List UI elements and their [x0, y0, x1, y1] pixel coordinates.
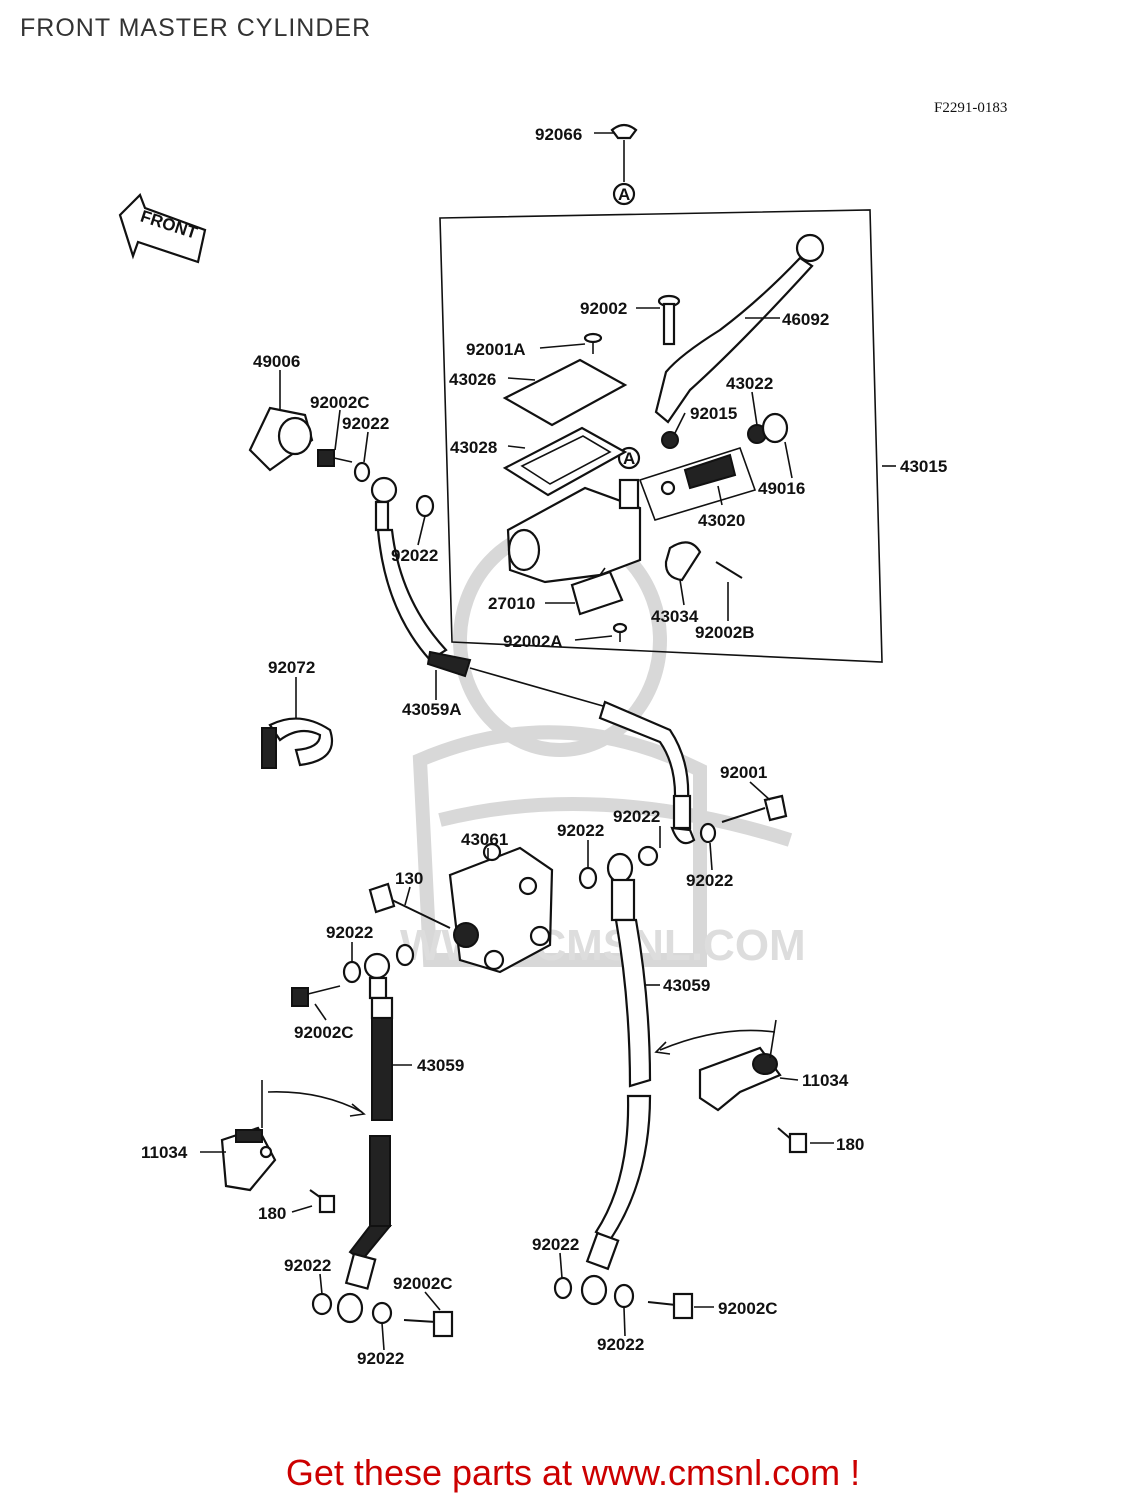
routing-arrow-left — [267, 1091, 363, 1113]
switch-screw-part — [612, 622, 628, 642]
label-92022-cyl: 92022 — [391, 546, 438, 565]
nut-part — [661, 431, 679, 449]
pivot-bolt-part — [657, 294, 681, 346]
label-11034-right: 11034 — [802, 1071, 849, 1090]
label-46092: 46092 — [782, 310, 829, 329]
washer-part-joint-2 — [637, 845, 659, 867]
piston-kit-part — [638, 447, 757, 521]
label-92002c-upper: 92002C — [310, 393, 370, 412]
hose-clamp-part-right — [698, 1046, 782, 1112]
label-92022-lower-right-b: 92022 — [597, 1335, 644, 1354]
label-49016: 49016 — [758, 479, 805, 498]
label-180-right: 180 — [836, 1135, 864, 1154]
washer-part-joint-3 — [578, 866, 598, 890]
banjo-bolt-part-lower-left-2 — [403, 1310, 454, 1338]
label-92066: 92066 — [535, 125, 582, 144]
banjo-cover-part — [248, 406, 314, 472]
label-92072: 92072 — [268, 658, 315, 677]
joint-bolt-part — [721, 794, 788, 823]
label-92001a: 92001A — [466, 340, 526, 359]
label-92002b: 92002B — [695, 623, 755, 642]
routing-arrow-left-head — [349, 1103, 366, 1117]
brake-hose-lower-left — [336, 952, 394, 1324]
joint-mounting-bolt-part — [368, 882, 451, 929]
washer-part-lower-left-1 — [342, 960, 362, 984]
reservoir-diaphragm-part — [502, 426, 628, 497]
washer-part-lower-left-4 — [371, 1301, 393, 1325]
label-43059-left: 43059 — [417, 1056, 464, 1075]
routing-tick-right — [769, 1019, 777, 1059]
label-92022-joint-c: 92022 — [686, 871, 733, 890]
label-180-left: 180 — [258, 1204, 286, 1223]
label-92022-upper: 92022 — [342, 414, 389, 433]
label-92022-joint-a: 92022 — [613, 807, 660, 826]
label-49006: 49006 — [253, 352, 300, 371]
label-92015: 92015 — [690, 404, 737, 423]
label-43026: 43026 — [449, 370, 496, 389]
label-92002c-lower-right: 92002C — [718, 1299, 778, 1318]
boot-part — [761, 412, 789, 444]
clamp-screw-part — [715, 561, 743, 579]
label-43061: 43061 — [461, 830, 508, 849]
reservoir-cover-part — [502, 358, 628, 427]
part-number-labels: 92066 92002 46092 92001A 43026 43022 920… — [141, 125, 947, 1368]
label-43020: 43020 — [698, 511, 745, 530]
washer-part-joint-1 — [699, 822, 717, 844]
brake-hose-upper — [370, 476, 472, 678]
reservoir-cap-part — [610, 123, 638, 182]
washer-part-lower-right-2 — [613, 1283, 635, 1309]
label-43028: 43028 — [450, 438, 497, 457]
banjo-bolt-part-lower-right — [647, 1292, 694, 1320]
label-92002: 92002 — [580, 299, 627, 318]
washer-part-lower-left-2 — [395, 943, 415, 967]
brake-hose-lower-right — [580, 852, 652, 1306]
label-92022-lower-left-b: 92022 — [357, 1349, 404, 1368]
clamp-bolt-part-right — [777, 1127, 808, 1154]
leader-lines — [200, 132, 896, 1351]
banjo-bolt-part-lower-left — [291, 985, 341, 1007]
brake-switch-part — [570, 567, 624, 616]
brake-pipe — [469, 667, 696, 845]
brake-lever-part — [654, 233, 825, 424]
label-43034: 43034 — [651, 607, 699, 626]
label-43059a: 43059A — [402, 700, 462, 719]
label-92022-joint-d: 92022 — [326, 923, 373, 942]
hose-clip-part — [261, 717, 333, 769]
cover-screw-part — [583, 332, 603, 354]
banjo-bolt-part-upper — [317, 449, 353, 467]
label-92002c-lower-left: 92002C — [393, 1274, 453, 1293]
front-direction-arrow: FRONT — [118, 193, 207, 264]
svg-text:A: A — [618, 185, 630, 204]
diagram-code: F2291-0183 — [934, 100, 1007, 116]
clamp-bolt-part-left — [309, 1189, 336, 1214]
label-130: 130 — [395, 869, 423, 888]
label-92022-lower-left-a: 92022 — [284, 1256, 331, 1275]
label-43059-right: 43059 — [663, 976, 710, 995]
label-92022-lower-right-a: 92022 — [532, 1235, 579, 1254]
master-cylinder-body-part — [506, 478, 642, 584]
label-27010: 27010 — [488, 594, 535, 613]
brake-hose-joint-part — [448, 842, 554, 974]
footer-promo-link[interactable]: Get these parts at www.cmsnl.com ! — [285, 1452, 861, 1493]
washer-part-upper-2 — [415, 494, 435, 518]
label-92001: 92001 — [720, 763, 767, 782]
holder-clamp-part — [664, 541, 702, 582]
washer-part-lower-left-3 — [311, 1292, 333, 1316]
page-title: FRONT MASTER CYLINDER — [20, 14, 372, 42]
label-43015: 43015 — [900, 457, 947, 476]
hose-clamp-part-left — [220, 1126, 277, 1192]
routing-arrow-right-head — [654, 1041, 671, 1055]
label-92002a: 92002A — [503, 632, 563, 651]
callout-a-marker-top: A — [612, 182, 636, 206]
washer-part-lower-right-1 — [553, 1276, 573, 1300]
label-92002c-mid: 92002C — [294, 1023, 354, 1042]
label-92022-joint-b: 92022 — [557, 821, 604, 840]
routing-arrow-right — [659, 1029, 776, 1051]
svg-text:A: A — [623, 449, 635, 468]
washer-part-upper-1 — [353, 461, 371, 483]
master-cylinder-assembly-frame — [439, 209, 883, 663]
label-43022: 43022 — [726, 374, 773, 393]
label-11034-left: 11034 — [141, 1143, 188, 1162]
